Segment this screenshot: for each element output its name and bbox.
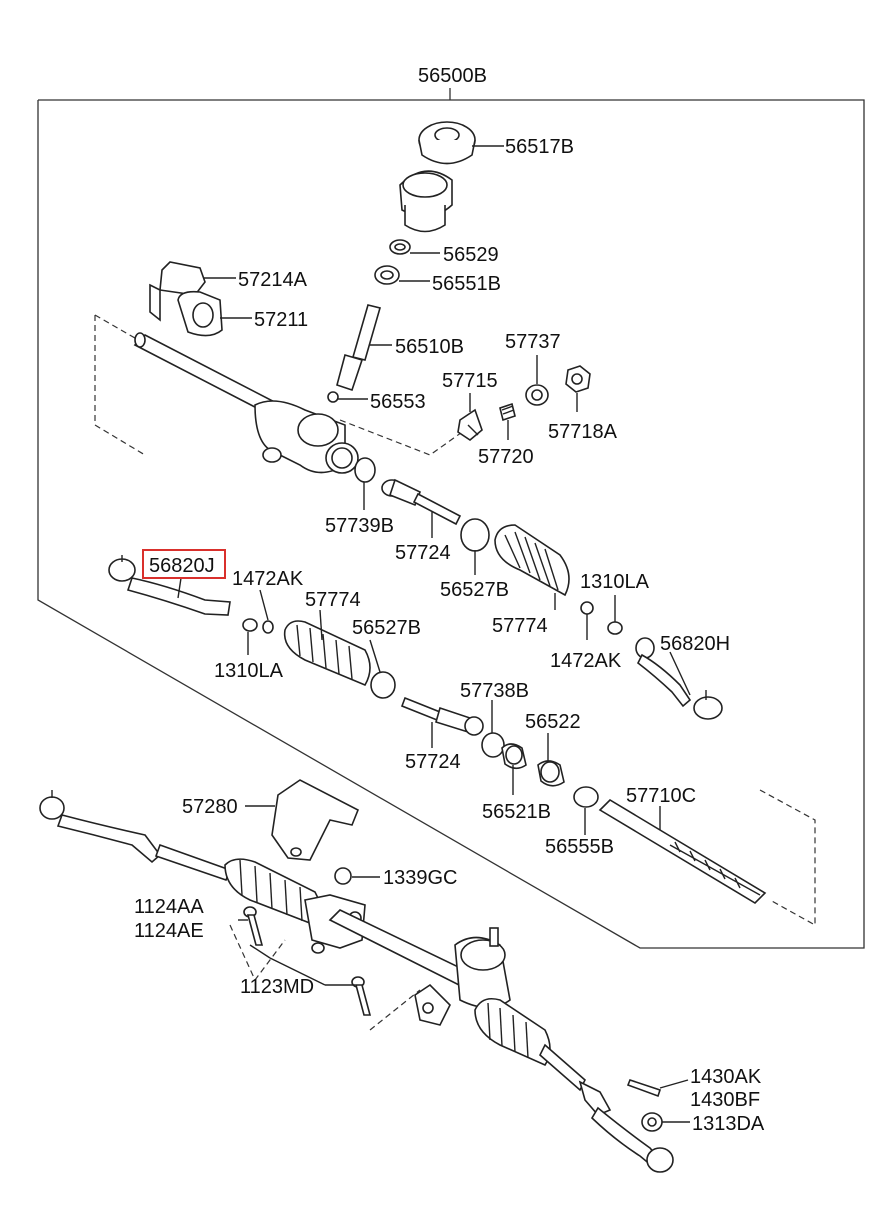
label-57715[interactable]: 57715 — [442, 370, 498, 392]
assembly-frame — [37, 88, 865, 949]
projection-lines — [94, 314, 816, 1031]
label-57774-upper[interactable]: 57774 — [492, 615, 548, 637]
label-1310LA-right[interactable]: 1310LA — [580, 571, 650, 593]
castle-nut-1313DA — [641, 1112, 663, 1132]
label-57724-lower[interactable]: 57724 — [405, 751, 461, 773]
locknut-57718A — [565, 365, 591, 393]
nut-1339GC — [334, 867, 352, 885]
label-56529[interactable]: 56529 — [443, 244, 499, 266]
label-1339GC[interactable]: 1339GC — [383, 867, 458, 889]
boot-57774-middle — [283, 620, 371, 687]
label-56522[interactable]: 56522 — [525, 711, 581, 733]
bolt-1124AA — [243, 906, 264, 946]
plug-56553 — [327, 391, 339, 403]
yoke-plug-57737 — [525, 384, 549, 406]
valve-body-part — [399, 170, 453, 233]
spring-57720 — [499, 402, 516, 422]
ring-57738B — [481, 732, 505, 758]
inner-tie-rod-57724-upper — [381, 478, 462, 526]
bolt-1123MD — [351, 976, 372, 1016]
label-57724-upper[interactable]: 57724 — [395, 542, 451, 564]
label-56551B[interactable]: 56551B — [432, 273, 501, 295]
label-57739B[interactable]: 57739B — [325, 515, 394, 537]
label-1430BF[interactable]: 1430BF — [690, 1089, 760, 1111]
steering-gear-assembly — [39, 790, 674, 1173]
label-56527B-upper[interactable]: 56527B — [440, 579, 509, 601]
label-56527B-lower[interactable]: 56527B — [352, 617, 421, 639]
boot-57774-upper — [494, 524, 570, 597]
label-57737[interactable]: 57737 — [505, 331, 561, 353]
label-57280[interactable]: 57280 — [182, 796, 238, 818]
leader-lines — [177, 145, 691, 1123]
part-labels: 56500B 56517B 56529 56551B 57214A 57211 … — [134, 65, 765, 1135]
label-1313DA[interactable]: 1313DA — [692, 1113, 765, 1135]
clip-56527B-upper — [460, 518, 490, 552]
label-56820J[interactable]: 56820J — [149, 555, 215, 577]
pinion-56510B — [336, 304, 381, 392]
label-56553[interactable]: 56553 — [370, 391, 426, 413]
nut-1310LA-left — [242, 618, 258, 632]
label-56510B[interactable]: 56510B — [395, 336, 464, 358]
label-1124AE[interactable]: 1124AE — [134, 920, 204, 942]
nut-1310LA-right — [607, 621, 623, 635]
clip-56527B-lower — [370, 671, 396, 699]
cover-56517B — [418, 121, 476, 165]
label-56517B[interactable]: 56517B — [505, 136, 574, 158]
label-57211[interactable]: 57211 — [254, 309, 308, 331]
inner-tie-rod-57724-lower — [400, 696, 484, 736]
bush-56555B — [573, 786, 599, 808]
ring-57739B — [354, 457, 376, 483]
bush-56521B — [501, 743, 527, 770]
bracket-57280 — [271, 779, 360, 861]
label-56555B[interactable]: 56555B — [545, 836, 614, 858]
bush-57211 — [177, 290, 223, 337]
tie-rod-end-56820H — [635, 637, 723, 720]
label-1123MD[interactable]: 1123MD — [240, 976, 314, 998]
label-56521B[interactable]: 56521B — [482, 801, 551, 823]
label-1472AK-left[interactable]: 1472AK — [232, 568, 304, 590]
label-57214A[interactable]: 57214A — [238, 269, 308, 291]
label-1124AA[interactable]: 1124AA — [134, 896, 204, 918]
bearing-56551B — [374, 265, 400, 285]
label-57720[interactable]: 57720 — [478, 446, 534, 468]
label-56820H[interactable]: 56820H — [660, 633, 730, 655]
bracket-57214A — [149, 261, 206, 322]
yoke-57715 — [457, 408, 483, 441]
label-57718A[interactable]: 57718A — [548, 421, 618, 443]
cotter-pin-1430AK — [626, 1079, 662, 1098]
label-1430AK[interactable]: 1430AK — [690, 1066, 762, 1088]
label-57774-middle[interactable]: 57774 — [305, 589, 361, 611]
label-1472AK-right[interactable]: 1472AK — [550, 650, 622, 672]
tie-rod-end-56820J — [108, 555, 231, 616]
bush-56522 — [537, 760, 565, 787]
gear-housing-upper — [133, 332, 359, 474]
label-56500B[interactable]: 56500B — [418, 65, 487, 87]
label-57710C[interactable]: 57710C — [626, 785, 696, 807]
label-1310LA-left[interactable]: 1310LA — [214, 660, 284, 682]
rack-57710C — [598, 798, 767, 905]
pin-1472AK-right — [580, 601, 594, 615]
highlight-box-56820J — [142, 549, 226, 579]
seal-56529 — [389, 239, 411, 255]
label-57738B[interactable]: 57738B — [460, 680, 529, 702]
pin-1472AK-left — [262, 620, 274, 634]
